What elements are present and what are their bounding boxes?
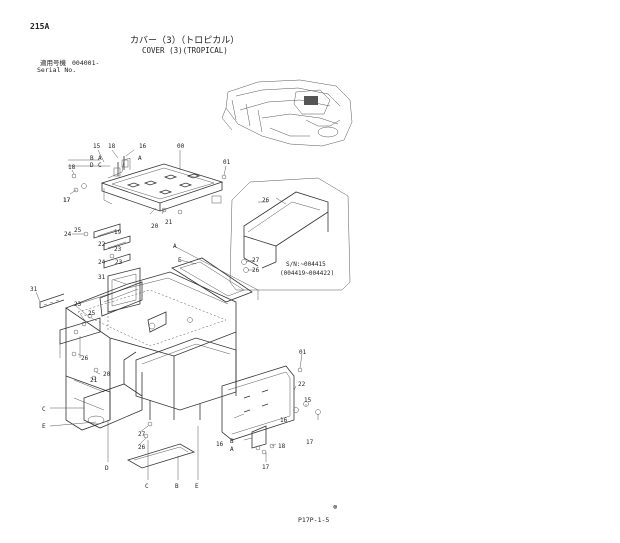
label-24: 24: [64, 231, 72, 238]
label-20: 20: [151, 223, 159, 230]
label-18-left: 18: [68, 164, 76, 171]
label-16-right: 16: [280, 417, 288, 424]
inset-labels: 27 26 S/N:~004415 (004419~004422): [252, 257, 334, 277]
ref-letter-a-right: A: [230, 446, 234, 453]
inset-detail-frame: [229, 177, 351, 291]
ref-letter-b-right: B: [230, 438, 234, 445]
ref-letter-c: C: [98, 162, 102, 169]
label-21: 21: [165, 219, 173, 226]
top-cover-assembly: [71, 156, 227, 215]
label-15-right: 15: [304, 397, 312, 404]
inset-label-27: 27: [252, 257, 260, 264]
reference-letters: B A D C A A E C E D C B E B A: [42, 155, 234, 490]
serial-range: 004001-: [72, 59, 100, 67]
label-27-main: 27: [138, 431, 146, 438]
ref-letter-b-bottom: B: [175, 483, 179, 490]
label-01-right: 01: [299, 349, 307, 356]
ref-letter-c-bottom: C: [145, 483, 149, 490]
title-japanese: カバー（3）（トロピカル）: [130, 36, 240, 46]
label-26-lower: 26: [138, 444, 146, 451]
label-23-lower: 23: [115, 259, 123, 266]
footer-page-number: P17P-1-5: [298, 516, 329, 524]
inset-serial-range: (004419~004422): [280, 270, 334, 277]
part-labels: 00 01 15 16 17 18 18 19 20 21 22 23 24 2…: [30, 143, 314, 471]
ref-letter-e-mid: E: [178, 257, 182, 264]
label-31: 31: [30, 286, 38, 293]
ref-letter-d-bottom: D: [105, 465, 109, 472]
label-17-lower: 17: [262, 464, 270, 471]
label-20-main: 20: [103, 371, 111, 378]
highlighted-cover: [304, 96, 318, 105]
label-25-main: 25: [88, 310, 96, 317]
footer: ⊗ P17P-1-5: [298, 503, 337, 524]
inset-label-26: 26: [252, 267, 260, 274]
mid-panels: [83, 223, 253, 313]
label-26-inset: 26: [262, 197, 270, 204]
ref-letter-c-left: C: [42, 406, 46, 413]
label-00: 00: [177, 143, 185, 150]
label-23-main: 23: [74, 301, 82, 308]
label-17-left: 17: [63, 197, 71, 204]
ref-letter-d: D: [90, 162, 94, 169]
label-25: 25: [74, 227, 82, 234]
label-21-main: 21: [90, 377, 98, 384]
ref-letter-a: A: [98, 155, 102, 162]
main-cover-housing: [39, 271, 237, 431]
label-16: 16: [139, 143, 147, 150]
label-17-right: 17: [306, 439, 314, 446]
label-15: 15: [93, 143, 101, 150]
label-18: 18: [108, 143, 116, 150]
ref-letter-e-bottom: E: [195, 483, 199, 490]
label-22: 22: [98, 241, 106, 248]
label-28: 31: [98, 274, 106, 281]
ref-letter-e-left: E: [42, 423, 46, 430]
label-16-lower: 16: [216, 441, 224, 448]
label-19: 19: [114, 229, 122, 236]
footer-mark: ⊗: [333, 503, 337, 511]
ref-letter-b: B: [90, 155, 94, 162]
side-panel: [71, 313, 321, 469]
serial-label-english: Serial No.: [37, 66, 77, 74]
page-code: 215A: [30, 22, 50, 31]
label-26-main: 26: [81, 355, 89, 362]
leader-lines: [35, 149, 319, 480]
label-17: 17: [63, 197, 71, 204]
title-english: COVER (3)(TROPICAL): [142, 46, 228, 55]
label-24-lower: 24: [98, 259, 106, 266]
label-23: 23: [114, 246, 122, 253]
label-22-right: 22: [298, 381, 306, 388]
machine-thumbnail: [221, 79, 353, 147]
ref-letter-a-mid: A: [173, 243, 177, 250]
inset-serial-upto: S/N:~004415: [286, 261, 326, 268]
label-01: 01: [223, 159, 231, 166]
serial-label-japanese: 適用号機: [40, 59, 66, 67]
label-18-lower: 18: [278, 443, 286, 450]
ref-letter-a-top: A: [138, 155, 142, 162]
